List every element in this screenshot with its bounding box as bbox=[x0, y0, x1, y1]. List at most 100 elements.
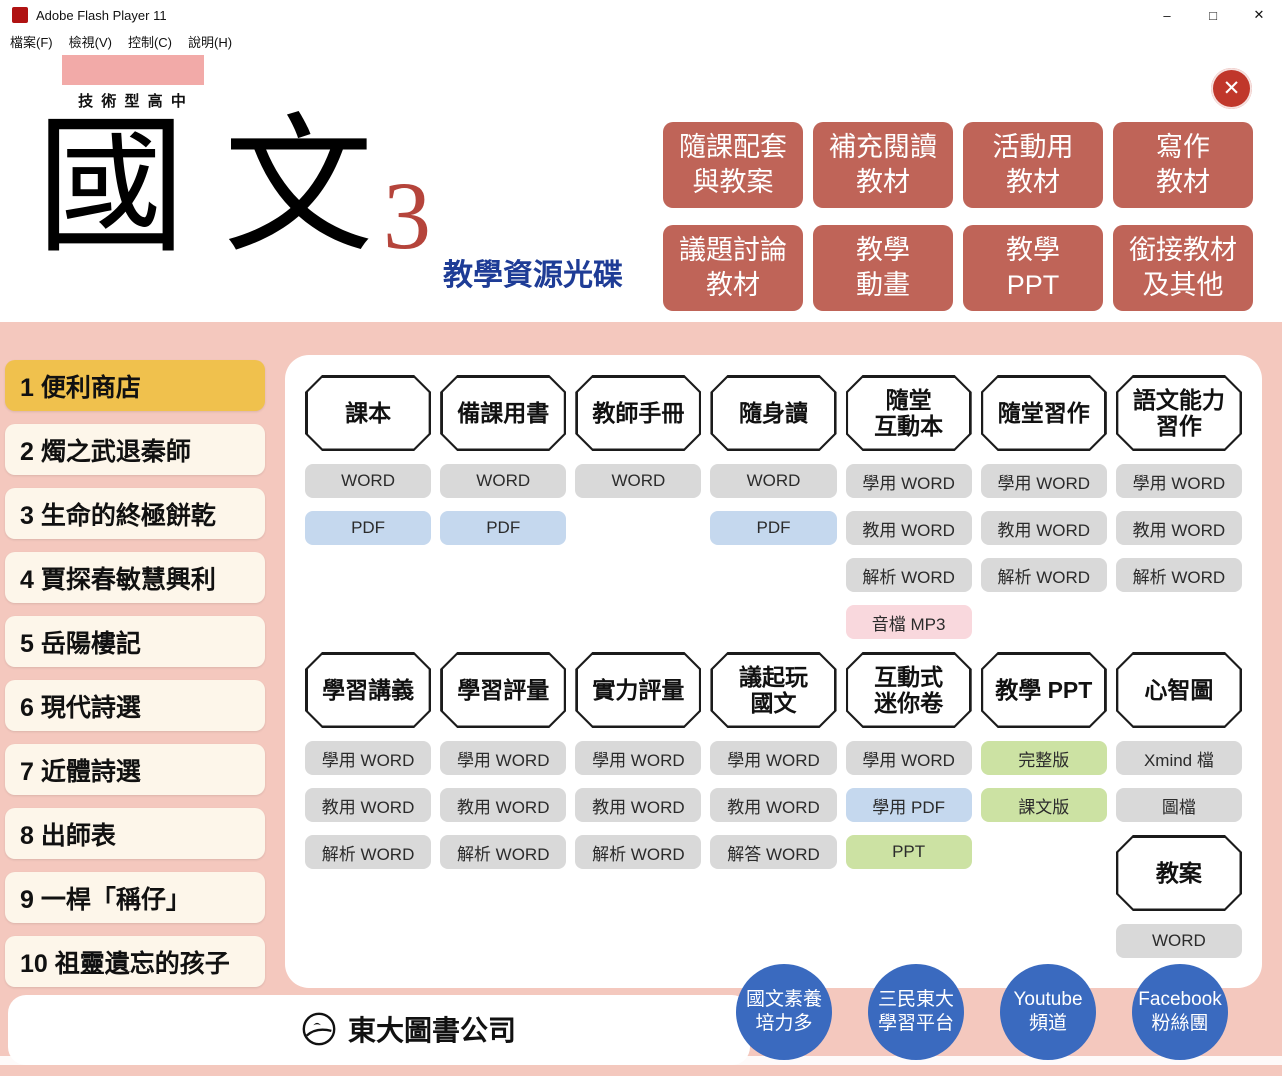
file-button[interactable]: 學用 PDF bbox=[845, 788, 972, 822]
file-button[interactable]: PDF bbox=[305, 511, 432, 545]
file-button[interactable]: PDF bbox=[710, 511, 837, 545]
resource-title: 課本 bbox=[308, 378, 429, 449]
menu-control[interactable]: 控制(C) bbox=[127, 34, 172, 50]
resource-mind-map[interactable]: 心智圖 bbox=[1116, 652, 1242, 728]
sidebar-item-lesson-1[interactable]: 1 便利商店 bbox=[5, 360, 265, 411]
file-button[interactable]: WORD bbox=[440, 464, 567, 498]
resource-pocket-reader[interactable]: 隨身讀 bbox=[710, 375, 836, 451]
resource-column: 議起玩 國文 學用 WORD 教用 WORD 解答 WORD bbox=[710, 652, 837, 869]
link-facebook-page[interactable]: Facebook 粉絲團 bbox=[1132, 964, 1228, 1060]
file-button[interactable]: 學用 WORD bbox=[845, 464, 972, 498]
category-activity-materials[interactable]: 活動用 教材 bbox=[963, 122, 1103, 208]
file-button[interactable]: WORD bbox=[1115, 924, 1242, 958]
menu-help[interactable]: 說明(H) bbox=[188, 34, 233, 50]
resource-fun-chinese[interactable]: 議起玩 國文 bbox=[710, 652, 836, 728]
file-button[interactable]: 教用 WORD bbox=[575, 788, 702, 822]
file-button[interactable]: 音檔 MP3 bbox=[845, 605, 972, 639]
sidebar-item-lesson-7[interactable]: 7 近體詩選 bbox=[5, 744, 265, 795]
minimize-button[interactable]: – bbox=[1163, 7, 1171, 23]
file-button[interactable]: 教用 WORD bbox=[305, 788, 432, 822]
category-teaching-ppt[interactable]: 教學 PPT bbox=[963, 225, 1103, 311]
file-button[interactable]: 圖檔 bbox=[1115, 788, 1242, 822]
file-button[interactable]: PDF bbox=[440, 511, 567, 545]
resource-column: 隨身讀 WORD PDF bbox=[710, 375, 837, 545]
file-button[interactable]: 解析 WORD bbox=[1115, 558, 1242, 592]
file-button[interactable]: Xmind 檔 bbox=[1115, 741, 1242, 775]
category-supporting-materials[interactable]: 隨課配套 與教案 bbox=[663, 122, 803, 208]
volume-number: 3 bbox=[383, 162, 431, 269]
sidebar-item-lesson-8[interactable]: 8 出師表 bbox=[5, 808, 265, 859]
resource-lesson-plan[interactable]: 教案 bbox=[1116, 835, 1242, 911]
resource-class-workbook[interactable]: 隨堂習作 bbox=[981, 375, 1107, 451]
link-learning-platform[interactable]: 三民東大 學習平台 bbox=[868, 964, 964, 1060]
resource-title: 語文能力 習作 bbox=[1118, 378, 1239, 449]
category-writing-materials[interactable]: 寫作 教材 bbox=[1113, 122, 1253, 208]
file-button[interactable]: 教用 WORD bbox=[710, 788, 837, 822]
publisher-name: 東大圖書公司 bbox=[348, 1016, 517, 1047]
file-button[interactable]: 學用 WORD bbox=[980, 464, 1107, 498]
file-button[interactable]: 學用 WORD bbox=[575, 741, 702, 775]
category-issue-discussion[interactable]: 議題討論 教材 bbox=[663, 225, 803, 311]
resource-teacher-manual[interactable]: 教師手冊 bbox=[575, 375, 701, 451]
sidebar-item-lesson-6[interactable]: 6 現代詩選 bbox=[5, 680, 265, 731]
file-button[interactable]: 學用 WORD bbox=[1115, 464, 1242, 498]
file-button[interactable]: 學用 WORD bbox=[305, 741, 432, 775]
window-controls: – □ ✕ bbox=[1144, 0, 1282, 30]
title-bar: Adobe Flash Player 11 – □ ✕ bbox=[0, 0, 1282, 30]
category-bridging-materials[interactable]: 銜接教材 及其他 bbox=[1113, 225, 1253, 311]
resource-title: 教案 bbox=[1118, 838, 1239, 909]
file-button[interactable]: 完整版 bbox=[980, 741, 1107, 775]
maximize-button[interactable]: □ bbox=[1209, 7, 1217, 23]
file-button[interactable]: 教用 WORD bbox=[845, 511, 972, 545]
category-supplementary-reading[interactable]: 補充閱讀 教材 bbox=[813, 122, 953, 208]
resource-title: 教師手冊 bbox=[578, 378, 699, 449]
menu-view[interactable]: 檢視(V) bbox=[68, 34, 112, 50]
file-button[interactable]: WORD bbox=[575, 464, 702, 498]
file-button[interactable]: 教用 WORD bbox=[440, 788, 567, 822]
resource-teaching-ppt[interactable]: 教學 PPT bbox=[981, 652, 1107, 728]
resource-title: 學習講義 bbox=[308, 655, 429, 726]
resource-textbook[interactable]: 課本 bbox=[305, 375, 431, 451]
category-button-grid: 隨課配套 與教案 補充閱讀 教材 活動用 教材 寫作 教材 議題討論 教材 教學… bbox=[663, 122, 1253, 311]
resource-mini-quiz[interactable]: 互動式 迷你卷 bbox=[846, 652, 972, 728]
file-button[interactable]: 解答 WORD bbox=[710, 835, 837, 869]
file-button[interactable]: 解析 WORD bbox=[305, 835, 432, 869]
file-button[interactable]: PPT bbox=[845, 835, 972, 869]
sidebar-item-lesson-5[interactable]: 5 岳陽樓記 bbox=[5, 616, 265, 667]
resource-study-notes[interactable]: 學習講義 bbox=[305, 652, 431, 728]
file-button[interactable]: 解析 WORD bbox=[575, 835, 702, 869]
file-button[interactable]: 教用 WORD bbox=[980, 511, 1107, 545]
file-button[interactable]: 解析 WORD bbox=[440, 835, 567, 869]
menu-file[interactable]: 檔案(F) bbox=[10, 34, 53, 50]
category-teaching-animation[interactable]: 教學 動畫 bbox=[813, 225, 953, 311]
resource-title: 心智圖 bbox=[1118, 655, 1239, 726]
resource-language-skills-workbook[interactable]: 語文能力 習作 bbox=[1116, 375, 1242, 451]
file-button[interactable]: 學用 WORD bbox=[710, 741, 837, 775]
link-youtube-channel[interactable]: Youtube 頻道 bbox=[1000, 964, 1096, 1060]
sidebar-item-lesson-4[interactable]: 4 賈探春敏慧興利 bbox=[5, 552, 265, 603]
file-button[interactable]: 學用 WORD bbox=[440, 741, 567, 775]
file-button[interactable]: WORD bbox=[305, 464, 432, 498]
link-chinese-literacy[interactable]: 國文素養 培力多 bbox=[736, 964, 832, 1060]
close-button[interactable]: ✕ bbox=[1253, 7, 1265, 22]
sidebar-item-lesson-2[interactable]: 2 燭之武退秦師 bbox=[5, 424, 265, 475]
file-button[interactable]: 解析 WORD bbox=[845, 558, 972, 592]
resource-column: 學習評量 學用 WORD 教用 WORD 解析 WORD bbox=[440, 652, 567, 869]
footer-background bbox=[8, 995, 750, 1065]
file-button[interactable]: 解析 WORD bbox=[980, 558, 1107, 592]
sidebar-item-lesson-9[interactable]: 9 一桿「稱仔」 bbox=[5, 872, 265, 923]
resource-interactive-workbook[interactable]: 隨堂 互動本 bbox=[846, 375, 972, 451]
exit-button[interactable]: ✕ bbox=[1211, 68, 1252, 109]
file-button[interactable]: 教用 WORD bbox=[1115, 511, 1242, 545]
file-button[interactable]: 學用 WORD bbox=[845, 741, 972, 775]
file-button[interactable]: WORD bbox=[710, 464, 837, 498]
resource-proficiency-assessment[interactable]: 實力評量 bbox=[575, 652, 701, 728]
resource-prep-book[interactable]: 備課用書 bbox=[440, 375, 566, 451]
sidebar-item-lesson-10[interactable]: 10 祖靈遺忘的孩子 bbox=[5, 936, 265, 987]
resource-study-assessment[interactable]: 學習評量 bbox=[440, 652, 566, 728]
resource-column: 語文能力 習作 學用 WORD 教用 WORD 解析 WORD bbox=[1115, 375, 1242, 592]
flash-stage: 技 術 型 高 中 國文 3 教學資源光碟 ✕ 隨課配套 與教案 補充閱讀 教材… bbox=[0, 52, 1282, 1076]
resource-column: 學習講義 學用 WORD 教用 WORD 解析 WORD bbox=[305, 652, 432, 869]
sidebar-item-lesson-3[interactable]: 3 生命的終極餅乾 bbox=[5, 488, 265, 539]
file-button[interactable]: 課文版 bbox=[980, 788, 1107, 822]
